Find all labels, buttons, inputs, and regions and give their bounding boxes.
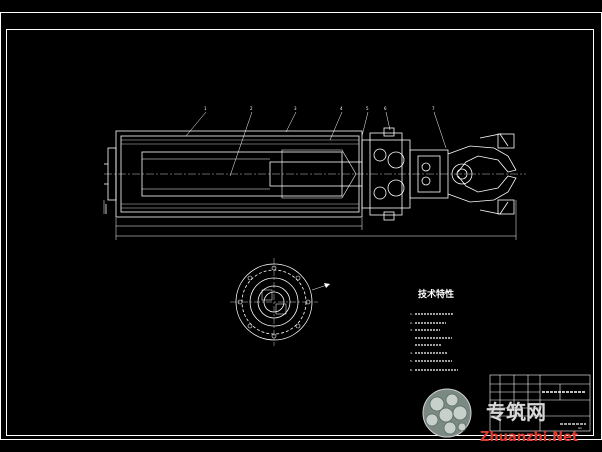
watermark-logo: [422, 388, 472, 438]
part-number-labels: 1 2 3 4 5 6 7: [204, 106, 435, 111]
tech-note-line: 4.: [410, 351, 413, 355]
section-hatching: [121, 139, 359, 209]
dimension-lines: [103, 200, 517, 240]
part-number-7: 7: [432, 106, 435, 111]
technical-title: 技术特性: [418, 288, 454, 300]
cross-section-bolts: [237, 265, 311, 339]
part-number-6: 6: [384, 106, 387, 111]
tech-note-line: 6.: [410, 368, 413, 372]
sheet-size-label: A1: [578, 426, 582, 430]
title-block: [489, 374, 591, 432]
tech-note-line: 3.: [410, 328, 413, 332]
cross-section-view: [230, 258, 331, 346]
part-number-3: 3: [294, 106, 297, 111]
part-leader-lines: [185, 111, 447, 177]
tech-note-line: 1.: [410, 312, 413, 316]
part-number-5: 5: [366, 106, 369, 111]
tech-note-line: 5.: [410, 359, 413, 363]
technical-notes: 1. 2. 3. 4. 5. 6.: [410, 312, 458, 372]
site-watermark: 专筑网 Zhuanzhi.Net: [422, 388, 578, 445]
watermark-site-name: 专筑网: [486, 400, 546, 424]
inner-drawing-frame: [6, 29, 594, 436]
part-number-2: 2: [250, 106, 253, 111]
main-section-view: [104, 127, 526, 221]
tech-note-line: 2.: [410, 321, 413, 325]
part-number-1: 1: [204, 106, 207, 111]
watermark-site-url: Zhuanzhi.Net: [480, 430, 578, 445]
part-number-4: 4: [340, 106, 343, 111]
